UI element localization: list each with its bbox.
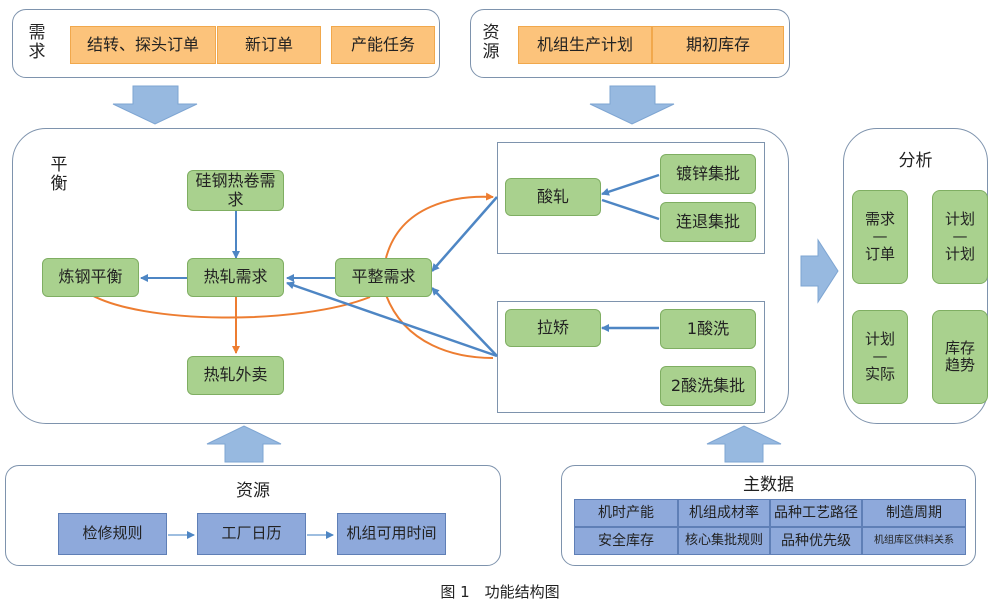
flow-stretch-to-flattening [431,287,498,357]
flow-pickling-to-flattening [431,196,498,272]
master-safety-stock: 安全库存 [574,527,678,555]
flow-flattening-to-stretch [385,294,494,359]
demand-item-capacity-tasks: 产能任务 [331,26,435,64]
figure-caption: 图 1 功能结构图 [440,583,560,601]
analysis-demand-vs-order: 需求 — 订单 [852,190,908,284]
analysis-label: 分析 [898,151,933,171]
node-pickling-rolling: 酸轧 [505,178,601,216]
resource-bottom-up-arrow [206,425,282,463]
master-core-batch-rules: 核心集批规则 [678,527,770,555]
demand-to-balance-arrow [112,85,198,125]
node-galvanizing-batch: 镀锌集批 [660,154,756,194]
flow-galvanizing-to-pickling [601,173,660,196]
resource-item-opening-inventory: 期初库存 [652,26,784,64]
resource-item-unit-plan: 机组生产计划 [518,26,652,64]
flow-steelmaking-to-flattening [87,292,371,319]
master-grade-process-route: 品种工艺路径 [770,499,862,527]
analysis-plan-vs-plan: 计划 — 计划 [932,190,988,284]
resource-top-label: 资源 [482,23,500,62]
master-data-up-arrow [706,425,782,463]
balance-to-analysis-arrow [800,238,839,304]
master-grade-priority: 品种优先级 [770,527,862,555]
resource-bottom-label: 资源 [236,481,270,501]
master-data-label: 主数据 [743,475,794,495]
balance-label: 平衡 [50,155,68,194]
demand-label: 需求 [28,23,46,62]
node-pickling-line-2-batch: 2酸洗集批 [660,366,756,406]
master-manufacturing-cycle: 制造周期 [862,499,966,527]
master-unit-storage-supply: 机组库区供料关系 [862,527,966,555]
flow-flattening-to-pickling [385,192,494,259]
node-pickling-line-1: 1酸洗 [660,309,756,349]
node-hot-rolling-sale: 热轧外卖 [187,356,284,395]
demand-item-carryover-orders: 结转、探头订单 [70,26,216,64]
flow-annealing-to-pickling [601,198,660,221]
node-annealing-batch: 连退集批 [660,202,756,242]
node-stretch-leveling: 拉矫 [505,309,601,347]
node-steelmaking-balance: 炼钢平衡 [42,258,139,297]
resource-factory-calendar: 工厂日历 [197,513,306,555]
node-flattening-demand: 平整需求 [335,258,432,297]
analysis-inventory-trend: 库存 趋势 [932,310,988,404]
node-hot-rolling-demand: 热轧需求 [187,258,284,297]
resource-maintenance-rules: 检修规则 [58,513,167,555]
master-unit-yield-rate: 机组成材率 [678,499,770,527]
analysis-plan-vs-actual: 计划 — 实际 [852,310,908,404]
resource-unit-available-time: 机组可用时间 [337,513,446,555]
flow-stretch-to-hotrolling [286,281,498,358]
node-silicon-steel-demand: 硅钢热卷需求 [187,170,284,211]
demand-item-new-orders: 新订单 [217,26,321,64]
master-machine-capacity: 机时产能 [574,499,678,527]
resource-to-balance-arrow [589,85,675,125]
